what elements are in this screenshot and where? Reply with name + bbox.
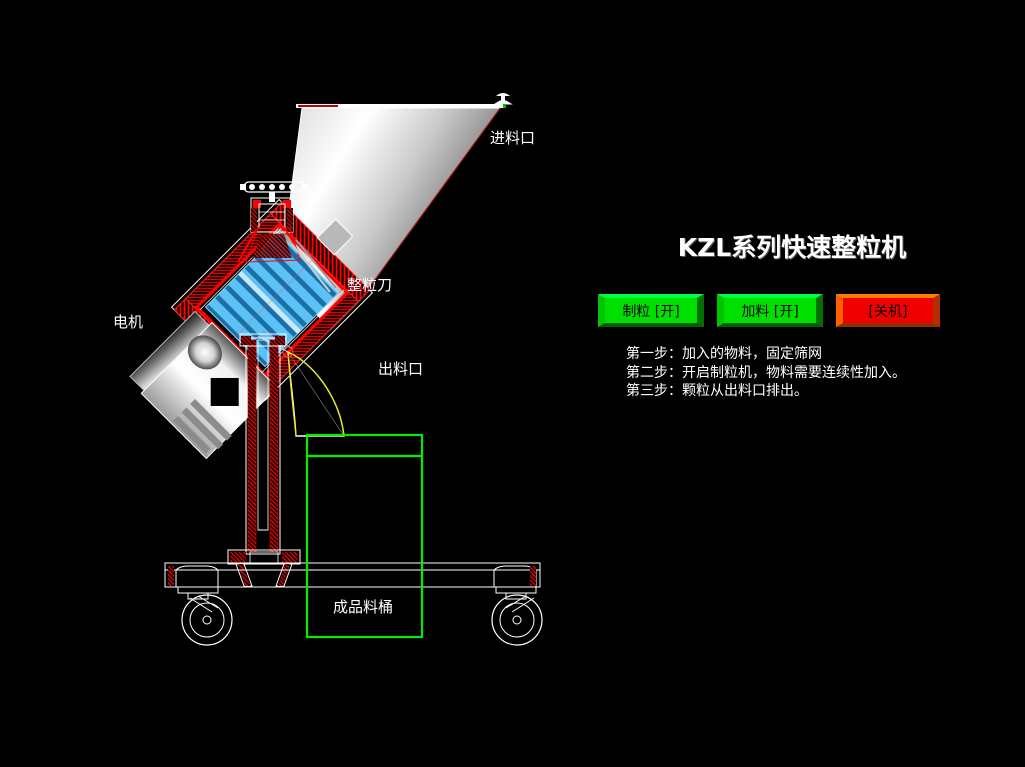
label-granulate-knife: 整粒刀 <box>347 276 393 294</box>
instruction-step-2: 第二步：开启制粒机，物料需要连续性加入。 <box>626 364 906 381</box>
drive-motor <box>129 310 278 460</box>
page-title: KZL系列快速整粒机 <box>677 233 907 262</box>
shutdown-button[interactable]: [关机] <box>836 294 940 327</box>
top-valve-handwheel <box>237 181 337 293</box>
button-row: 制粒 [开] 加料 [开] [关机] <box>598 294 948 329</box>
instruction-steps: 第一步：加入的物料，固定筛网 第二步：开启制粒机，物料需要连续性加入。 第三步：… <box>626 345 906 401</box>
machine-diagram <box>129 93 543 646</box>
label-product-bucket: 成品料桶 <box>333 598 394 616</box>
label-feed-inlet: 进料口 <box>490 129 536 147</box>
feed-toggle-button[interactable]: 加料 [开] <box>717 294 823 327</box>
control-panel: KZL系列快速整粒机 制粒 [开] 加料 [开] [关机] 第一步：加入的物料，… <box>590 215 1010 425</box>
product-bucket-outline <box>305 433 424 639</box>
machine-base <box>164 549 543 646</box>
instruction-step-3: 第三步：颗粒从出料口排出。 <box>626 383 808 399</box>
instruction-step-1: 第一步：加入的物料，固定筛网 <box>626 346 822 362</box>
label-motor: 电机 <box>113 313 144 331</box>
label-discharge-outlet: 出料口 <box>378 360 424 378</box>
granulate-toggle-button[interactable]: 制粒 [开] <box>598 294 704 327</box>
